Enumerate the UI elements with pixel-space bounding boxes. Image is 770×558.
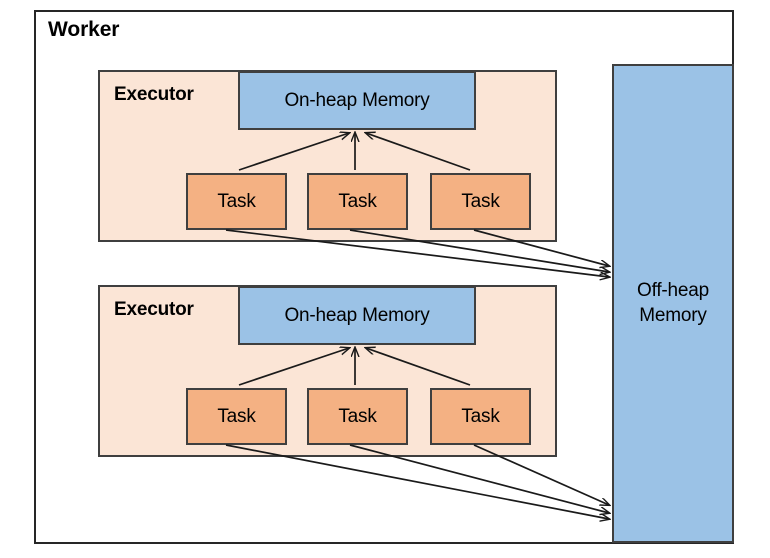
task-label-1-3: Task <box>461 190 500 212</box>
executor-title-1: Executor <box>114 84 194 105</box>
on-heap-memory-label-2: On-heap Memory <box>284 304 430 326</box>
task-box-1-2: Task <box>307 173 408 230</box>
task-label-2-3: Task <box>461 405 500 427</box>
task-box-1-3: Task <box>430 173 531 230</box>
worker-title: Worker <box>48 18 120 41</box>
task-box-2-3: Task <box>430 388 531 445</box>
off-heap-memory-label-line1: Off-heap <box>637 280 709 302</box>
task-box-2-2: Task <box>307 388 408 445</box>
on-heap-memory-box-2: On-heap Memory <box>238 286 476 345</box>
task-box-1-1: Task <box>186 173 287 230</box>
executor-title-2: Executor <box>114 299 194 320</box>
task-label-2-1: Task <box>217 405 256 427</box>
executor-container-1: Executor On-heap Memory Task Task Task <box>98 70 557 242</box>
on-heap-memory-box-1: On-heap Memory <box>238 71 476 130</box>
off-heap-memory-label-line2: Memory <box>639 304 707 326</box>
task-label-2-2: Task <box>338 405 377 427</box>
task-label-1-2: Task <box>338 190 377 212</box>
executor-container-2: Executor On-heap Memory Task Task Task <box>98 285 557 457</box>
task-label-1-1: Task <box>217 190 256 212</box>
on-heap-memory-label-1: On-heap Memory <box>284 89 430 111</box>
task-box-2-1: Task <box>186 388 287 445</box>
